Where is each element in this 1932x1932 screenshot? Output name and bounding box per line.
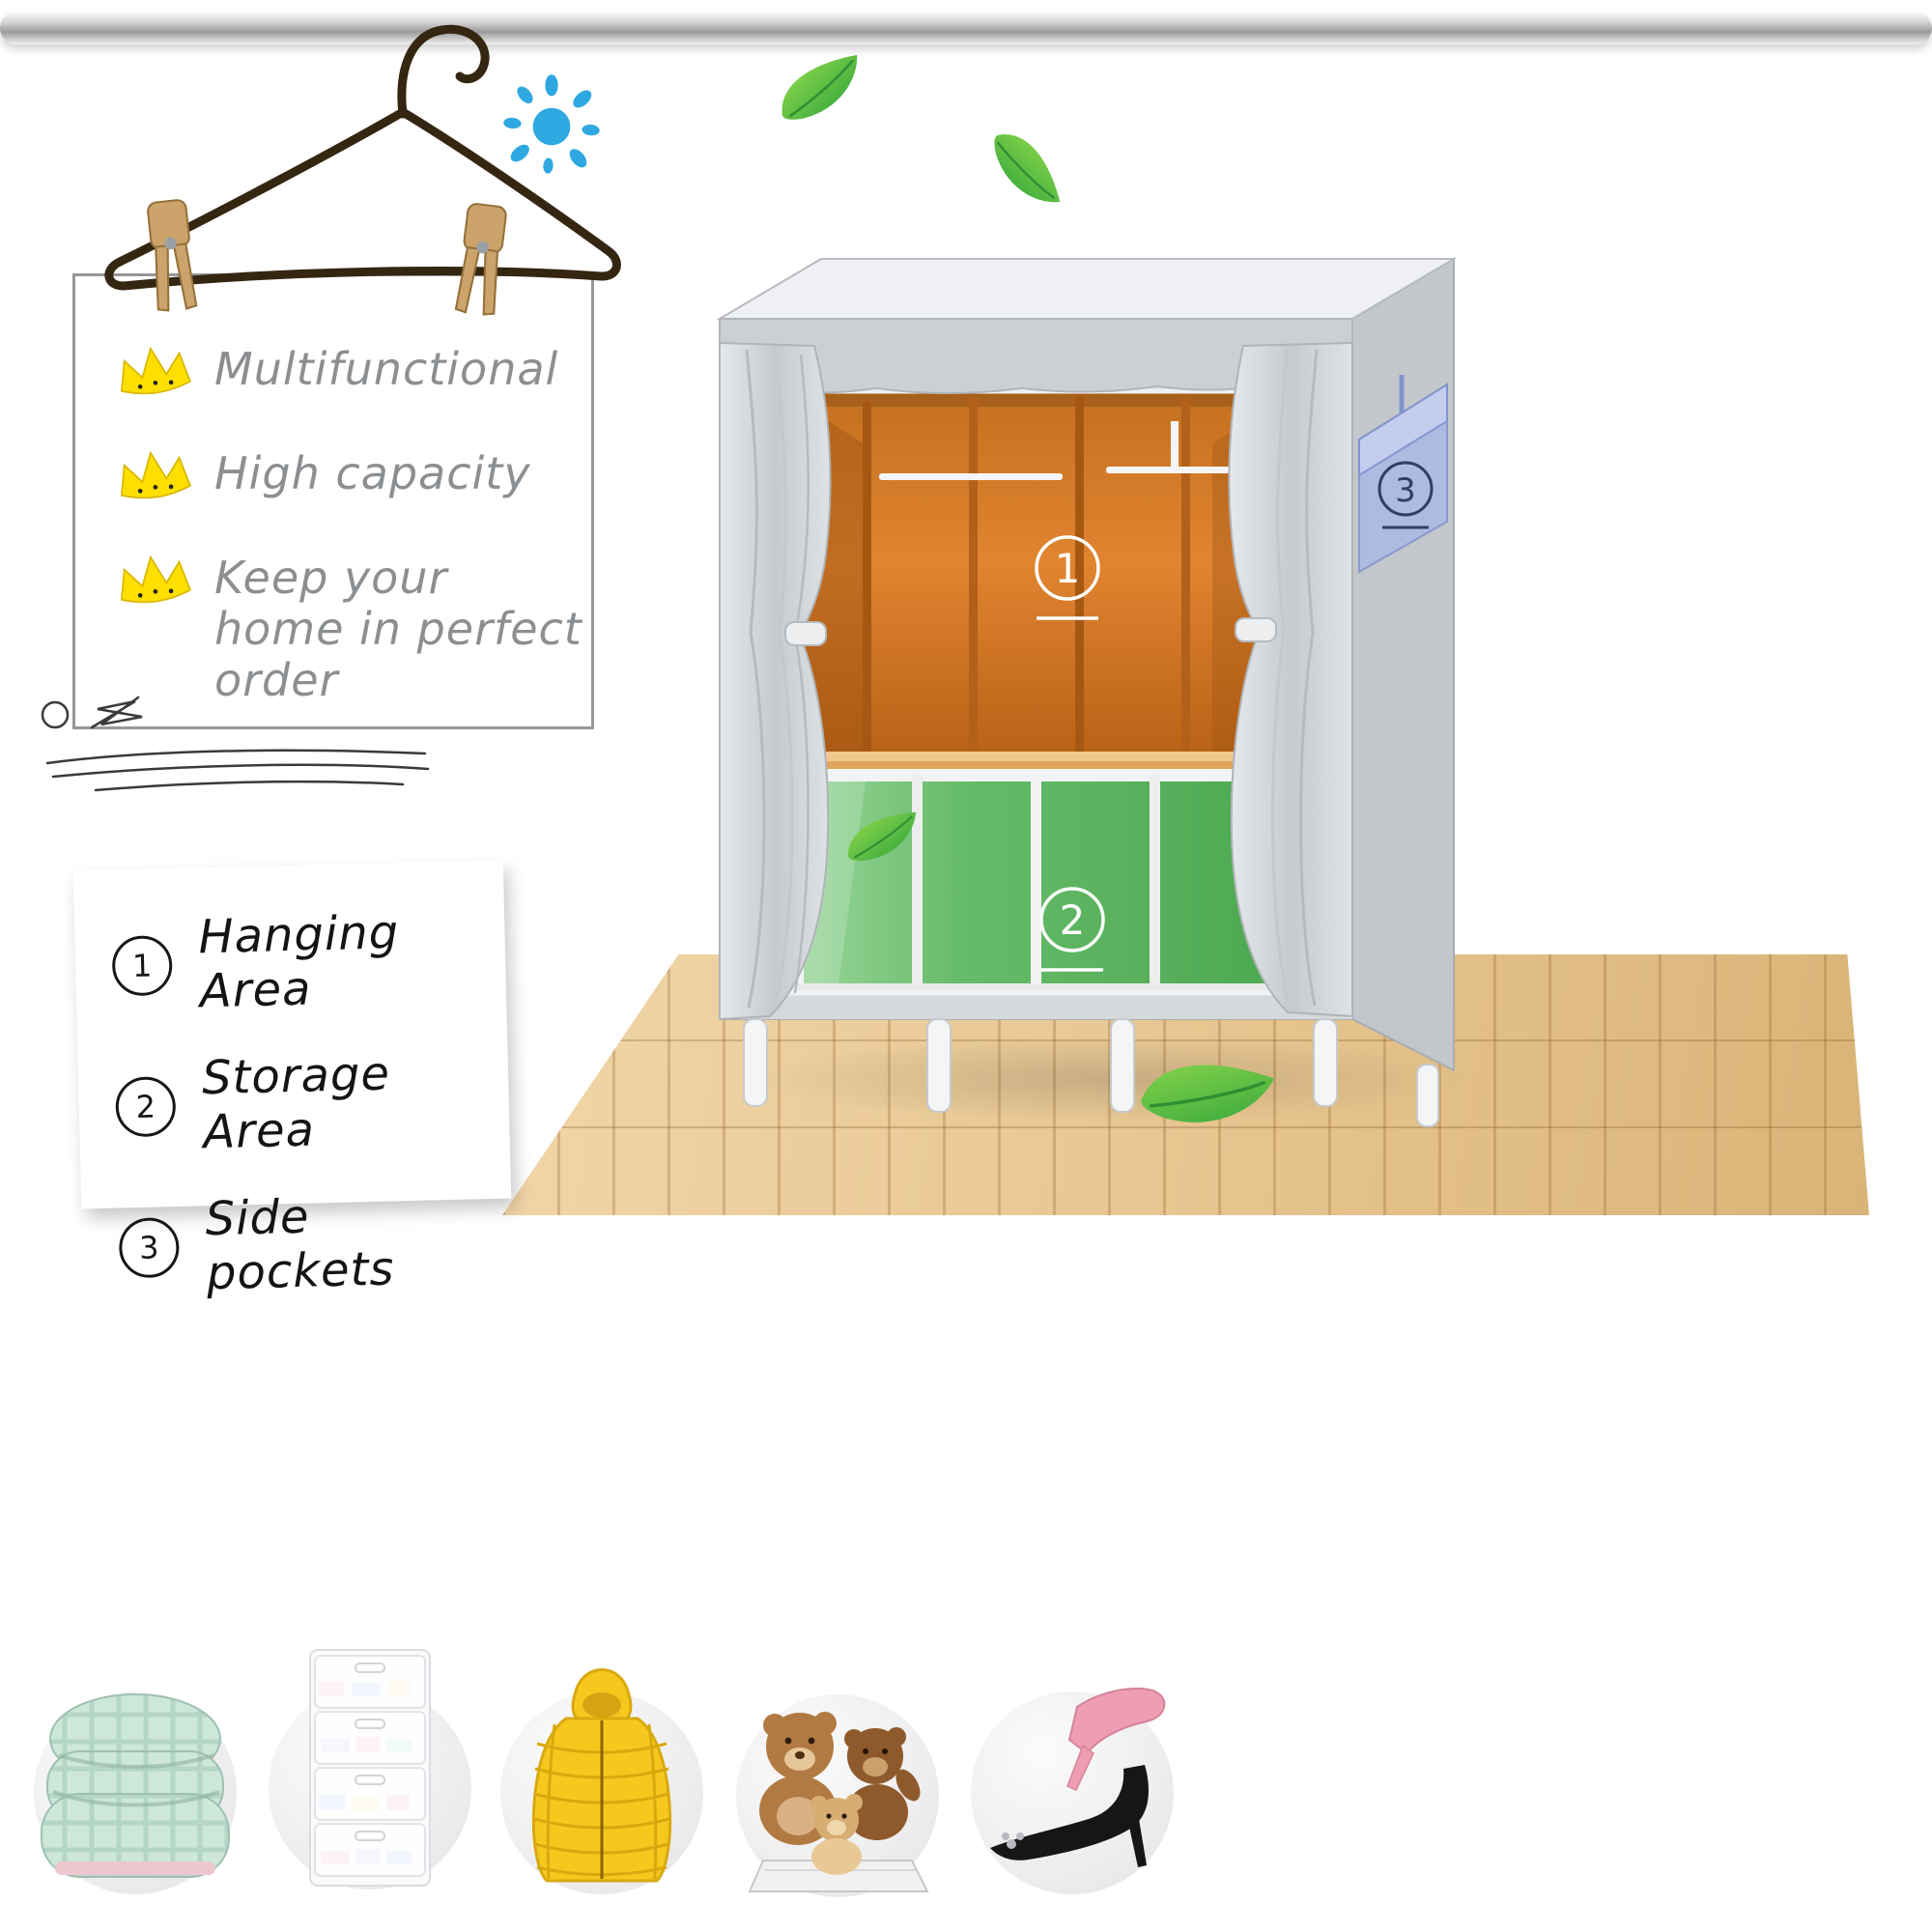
legend-label: Storage Area <box>201 1046 391 1160</box>
sun-icon <box>503 74 600 174</box>
legend-label: Hanging Area <box>197 905 400 1019</box>
product-storage-drawer-box <box>259 1642 481 1895</box>
product-teddy-bears <box>726 1650 949 1903</box>
feature-item: Keep your home in perfect order <box>112 549 591 706</box>
crown-icon <box>120 450 191 499</box>
feature-box: Multifunctional High capacity Keep your … <box>72 273 594 729</box>
feature-label: High capacity <box>214 447 531 499</box>
side-pocket-number: 3 <box>1395 471 1416 510</box>
feature-label: Multifunctional <box>214 343 559 395</box>
black-heel <box>990 1765 1149 1867</box>
wardrobe-legs <box>743 1018 1439 1127</box>
storage-drawer-box-icon <box>309 1649 431 1887</box>
product-high-heel-shoes <box>961 1647 1183 1900</box>
product-yellow-down-jacket <box>491 1647 713 1900</box>
high-heels-icon <box>990 1688 1166 1867</box>
leaf-icon <box>847 811 917 861</box>
legend-label: Side pockets <box>204 1189 396 1301</box>
feature-item: High capacity <box>112 444 591 504</box>
leaf-icon <box>1141 1065 1275 1122</box>
scribble-icon <box>41 696 430 792</box>
circled-number: 1 <box>111 935 173 997</box>
clothes-rod <box>0 12 1932 44</box>
clothespin-icon <box>147 199 198 312</box>
clothespin-icon <box>454 203 507 316</box>
wardrobe-illustration: 1 2 3 <box>716 257 1458 1127</box>
hanging-area-label: 1 <box>1035 535 1100 620</box>
curtain-right <box>1228 341 1353 1018</box>
circled-number: 3 <box>118 1216 181 1279</box>
wardrobe-top-panel <box>716 258 1458 320</box>
teddy-bears-icon <box>748 1712 929 1892</box>
hanging-area-number: 1 <box>1055 545 1081 592</box>
storage-area-label: 2 <box>1039 887 1105 972</box>
storage-area-number: 2 <box>1060 896 1086 944</box>
curtain-left <box>719 341 832 1021</box>
legend-item: 2 Storage Area <box>114 1044 510 1162</box>
leaf-icon <box>994 134 1061 203</box>
side-pocket: 3 <box>1358 375 1448 574</box>
leaf-icon <box>781 54 858 120</box>
hanger-icon <box>104 24 621 291</box>
pink-heel <box>1066 1688 1166 1791</box>
wardrobe-shelf <box>782 752 1290 761</box>
down-jacket-icon <box>531 1668 672 1883</box>
legend-item: 3 Side pockets <box>118 1185 514 1303</box>
folded-comforter-icon <box>41 1693 230 1878</box>
feature-item: Multifunctional <box>112 340 591 400</box>
circled-number: 2 <box>115 1075 177 1138</box>
storage-area <box>782 769 1290 993</box>
feature-label: Keep your home in perfect order <box>214 552 582 706</box>
crown-icon <box>120 346 191 395</box>
product-folded-comforter <box>24 1647 246 1900</box>
hanging-area <box>782 391 1290 773</box>
crown-icon <box>120 554 191 604</box>
legend-card: 1 Hanging Area 2 Storage Area 3 Side poc… <box>72 860 512 1300</box>
legend-item: 1 Hanging Area <box>111 903 507 1021</box>
